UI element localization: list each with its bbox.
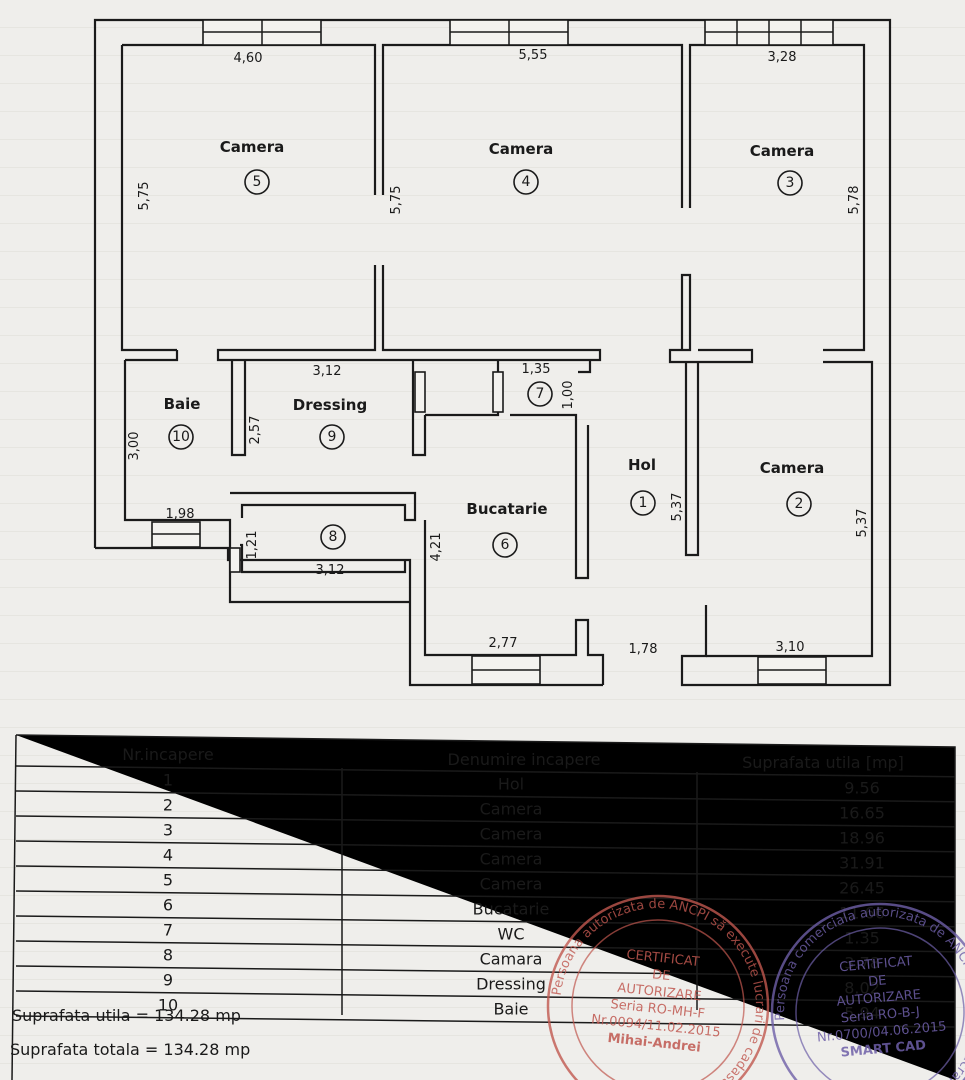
table-header-nr: Nr.incapere [122,745,213,764]
room-number-2: 2 [795,496,804,512]
table-row-line [15,965,956,978]
table-header-area: Suprafata utila [mp] [742,753,904,772]
table-cell-name: WC [498,925,525,944]
dim-label: 4,21 [429,533,444,562]
room-number-1: 1 [639,495,648,511]
dim-label: 3,00 [127,432,142,461]
table-row-line [15,890,956,903]
table-cell-nr: 3 [163,821,173,840]
table-cell-nr: 1 [163,771,173,790]
table-cell-name: Camera [480,800,543,819]
windows [151,19,834,685]
table-row-line [15,765,956,778]
room-numbers: 5 4 3 7 10 9 1 2 8 6 [168,169,812,558]
dim-label: 5,78 [847,186,862,215]
dim-label: 5,55 [519,48,548,63]
table-footer-usable: Suprafata utila = 134.28 mp [12,1006,241,1025]
room-number-8: 8 [329,529,338,545]
table-row-line [15,915,956,928]
table-cell-area: 16.65 [839,804,885,823]
dim-label: 5,37 [670,493,685,522]
dim-label: 1,78 [629,642,658,657]
table-cell-area: 5.94 [844,1004,880,1023]
stamp-line: AUTORIZARE [836,987,921,1009]
table-cell-nr: 8 [163,946,173,965]
room-labels: Camera Camera Camera Baie Dressing Hol C… [164,138,825,518]
dim-label: 5,37 [855,509,870,538]
table-cell-area: 26.45 [839,879,885,898]
room-name-10: Baie [164,395,201,413]
room-name-5: Camera [220,138,284,156]
room-name-1: Hol [628,456,656,474]
table-row-line [15,1015,956,1028]
dim-label: 2,77 [489,636,518,651]
room-name-9: Dressing [293,396,367,414]
table-cell-area: 9.56 [844,779,880,798]
table-cell-name: Camera [480,825,543,844]
table-cell-area: 18.96 [839,829,885,848]
dim-label: 4,60 [234,51,263,66]
stamp-line: DE [651,967,671,984]
dim-label: 3,12 [313,364,342,379]
table-row-line [15,990,956,1003]
walls [93,18,892,687]
table-cell-nr: 10 [158,996,178,1015]
dim-label: 1,00 [561,381,576,410]
table-cell-name: Camera [480,875,543,894]
table-cell-area: 31.91 [839,854,885,873]
room-number-4: 4 [522,174,531,190]
table-cell-nr: 4 [163,846,173,865]
stamp-line: SMART CAD [840,1038,927,1060]
room-name-6: Bucatarie [466,500,547,518]
stamp-line: Seria RO-B-J [840,1005,920,1027]
dimension-labels: 4,60 5,55 3,28 5,75 5,75 5,78 3,12 1,35 … [127,48,870,657]
table-cell-area: 1.35 [844,929,880,948]
table-cell-name: Hol [498,775,524,794]
table-cell-name: Camera [480,850,543,869]
room-number-9: 9 [328,429,337,445]
dim-label: 3,10 [776,640,805,655]
table-cell-area: 3.78 [844,954,880,973]
dim-label: 5,75 [389,186,404,215]
surface-table: Nr.incapere Denumire incapere Suprafata … [10,734,956,1080]
table-cell-nr: 6 [163,896,173,915]
table-row-line [15,790,956,803]
table-row-line [15,815,956,828]
room-number-3: 3 [786,175,795,191]
table-cell-nr: 5 [163,871,173,890]
dim-label: 1,98 [166,507,195,522]
room-number-5: 5 [253,174,262,190]
dim-label: 2,57 [248,416,263,445]
room-number-10: 10 [172,429,190,445]
table-row-line [15,865,956,878]
table-cell-nr: 7 [163,921,173,940]
table-row-line [15,840,956,853]
dim-label: 3,28 [768,50,797,65]
table-header-name: Denumire incapere [448,750,601,769]
table-cell-nr: 2 [163,796,173,815]
room-number-7: 7 [536,386,545,402]
dim-label: 3,12 [316,563,345,578]
dim-label: 1,21 [245,531,260,560]
room-name-2: Camera [760,459,824,477]
table-cell-area: 8.02 [844,979,880,998]
room-number-6: 6 [501,537,510,553]
room-name-3: Camera [750,142,814,160]
table-cell-name: Dressing [476,975,546,994]
dim-label: 1,35 [522,362,551,377]
table-cell-name: Camara [480,950,543,969]
table-cell-nr: 9 [163,971,173,990]
table-row-line [15,940,956,953]
dim-label: 5,75 [137,182,152,211]
stamp-line: DE [868,973,887,990]
room-name-4: Camera [489,140,553,158]
table-cell-name: Bucatarie [473,900,550,919]
stamp-line: CERTIFICAT [839,954,913,975]
table-cell-name: Baie [493,1000,528,1019]
table-footer-total: Suprafata totala = 134.28 mp [10,1040,250,1059]
